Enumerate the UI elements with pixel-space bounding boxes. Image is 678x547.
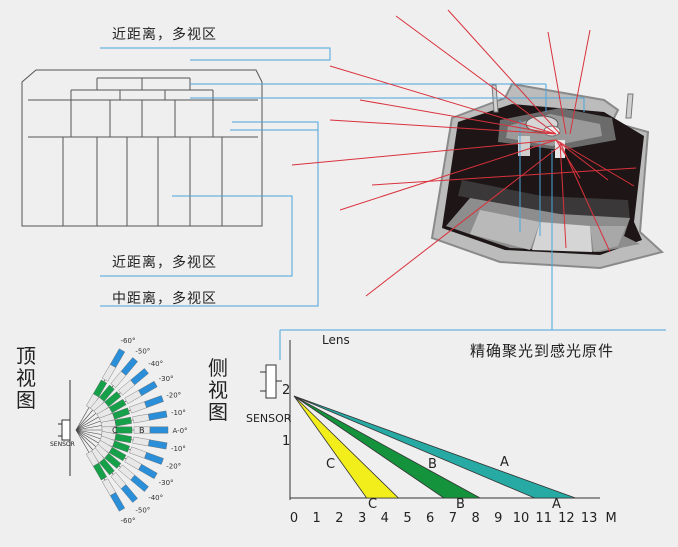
fan-segment: [149, 426, 169, 434]
red-light-rays: [291, 9, 637, 297]
x-tick-label: 11: [535, 511, 552, 526]
fan-rays: -60° -50° -40° -30° -20° -10° A-0° -10° -20° -30°…: [75, 337, 188, 525]
fan-segment: [114, 416, 132, 427]
x-tick-label: 12: [558, 511, 575, 526]
callout-mid-multi: 中距离，多视区: [112, 291, 217, 307]
beam-B: [293, 395, 481, 499]
fan-angle-label: -50°: [135, 347, 150, 355]
callout-near-multi-mid: 近距离，多视区: [112, 255, 217, 271]
fan-zone-letter: B: [139, 426, 145, 435]
blue-leader-lines: [100, 47, 666, 360]
lens-label: Lens: [322, 333, 350, 347]
x-tick-label: 2: [335, 511, 343, 526]
beam-label: A: [500, 455, 509, 470]
side-view-lens-icon: [260, 364, 282, 399]
fan-segment: [148, 410, 168, 421]
fan-segment: [92, 379, 108, 398]
beam-A: [293, 395, 576, 499]
fan-segment: [138, 380, 158, 397]
callout-near-multi-top: 近距离，多视区: [112, 27, 217, 43]
fan-segment: [144, 395, 164, 408]
fan-segment: [124, 455, 142, 471]
fan-segment: [129, 446, 147, 459]
fan-segment: [130, 474, 149, 492]
x-unit-label: M: [605, 511, 616, 526]
x-tick-label: 0: [290, 511, 298, 526]
fan-angle-label: -40°: [148, 360, 163, 368]
fan-segment: [138, 463, 158, 480]
x-tick-label: 7: [449, 511, 457, 526]
lens-housing-illustration: [430, 82, 665, 270]
fan-segment: [109, 492, 126, 512]
fan-segment: [98, 458, 115, 476]
y-tick-label: 2: [282, 383, 290, 398]
fan-segment: [108, 398, 127, 414]
fan-angle-label: -10°: [171, 445, 186, 453]
fan-angle-label: -60°: [121, 517, 136, 525]
x-tick-label: 4: [381, 511, 389, 526]
top-view-diagram: -60° -50° -40° -30° -20° -10° A-0° -10° -20° -30°…: [58, 337, 188, 525]
top-view-sensor-label: SENSOR: [50, 441, 75, 448]
fan-segment: [129, 401, 147, 414]
fan-angle-label: -30°: [159, 375, 174, 383]
fan-segment: [148, 439, 168, 450]
fan-segment: [98, 384, 115, 402]
fan-angle-label: -40°: [148, 494, 163, 502]
side-view-title: 侧视图: [208, 356, 228, 424]
fan-segment: [112, 440, 130, 453]
fan-segment: [109, 348, 126, 368]
beam-label: C: [368, 497, 377, 512]
side-view-sensor-label: SENSOR: [246, 412, 292, 425]
top-view-title: 顶视图: [16, 344, 36, 412]
fan-angle-label: -20°: [166, 391, 181, 399]
x-tick-label: 10: [513, 511, 530, 526]
x-tick-label: 8: [471, 511, 479, 526]
x-tick-label: 9: [494, 511, 502, 526]
x-tick-label: 5: [403, 511, 411, 526]
fan-segment: [120, 357, 138, 376]
fan-angle-label: -50°: [135, 507, 150, 515]
beam-label: B: [428, 457, 437, 472]
x-tick-label: 6: [426, 511, 434, 526]
fan-segment: [104, 452, 122, 469]
fan-segment: [130, 368, 149, 386]
fan-segment: [144, 452, 164, 465]
fan-segment: [132, 413, 150, 424]
x-tick-label: 13: [581, 511, 598, 526]
fan-segment: [114, 433, 132, 444]
fan-segment: [104, 391, 122, 408]
fan-zone-letter: C: [112, 426, 118, 435]
beams: C C B B A A: [293, 395, 576, 512]
fan-segment: [112, 407, 130, 420]
beam-label: C: [326, 457, 335, 472]
fan-angle-label: -20°: [166, 463, 181, 471]
fan-segment: [124, 389, 142, 405]
fan-segment: [101, 364, 117, 382]
lens-grid-outline: [21, 69, 263, 227]
lens-zone-grid: [21, 69, 263, 227]
fan-segment: [115, 426, 133, 434]
callout-focus: 精确聚光到感光原件: [470, 342, 615, 360]
fan-angle-label: -30°: [159, 479, 174, 487]
fan-segment: [92, 462, 108, 481]
fan-segment: [120, 484, 138, 503]
fan-segment: [108, 446, 127, 462]
fan-segment: [132, 436, 150, 447]
fan-angle-label: -60°: [121, 337, 136, 345]
y-tick-label: 1: [282, 434, 290, 449]
fan-angle-label: -10°: [171, 409, 186, 417]
beam-label: B: [456, 497, 465, 512]
fan-segment: [101, 478, 117, 496]
beam-label: A: [552, 497, 561, 512]
beam-C: [293, 395, 400, 499]
fan-angle-label: A-0°: [172, 427, 187, 435]
x-tick-label: 3: [358, 511, 366, 526]
x-tick-label: 1: [313, 511, 321, 526]
top-view-sensor-icon: [61, 419, 71, 441]
